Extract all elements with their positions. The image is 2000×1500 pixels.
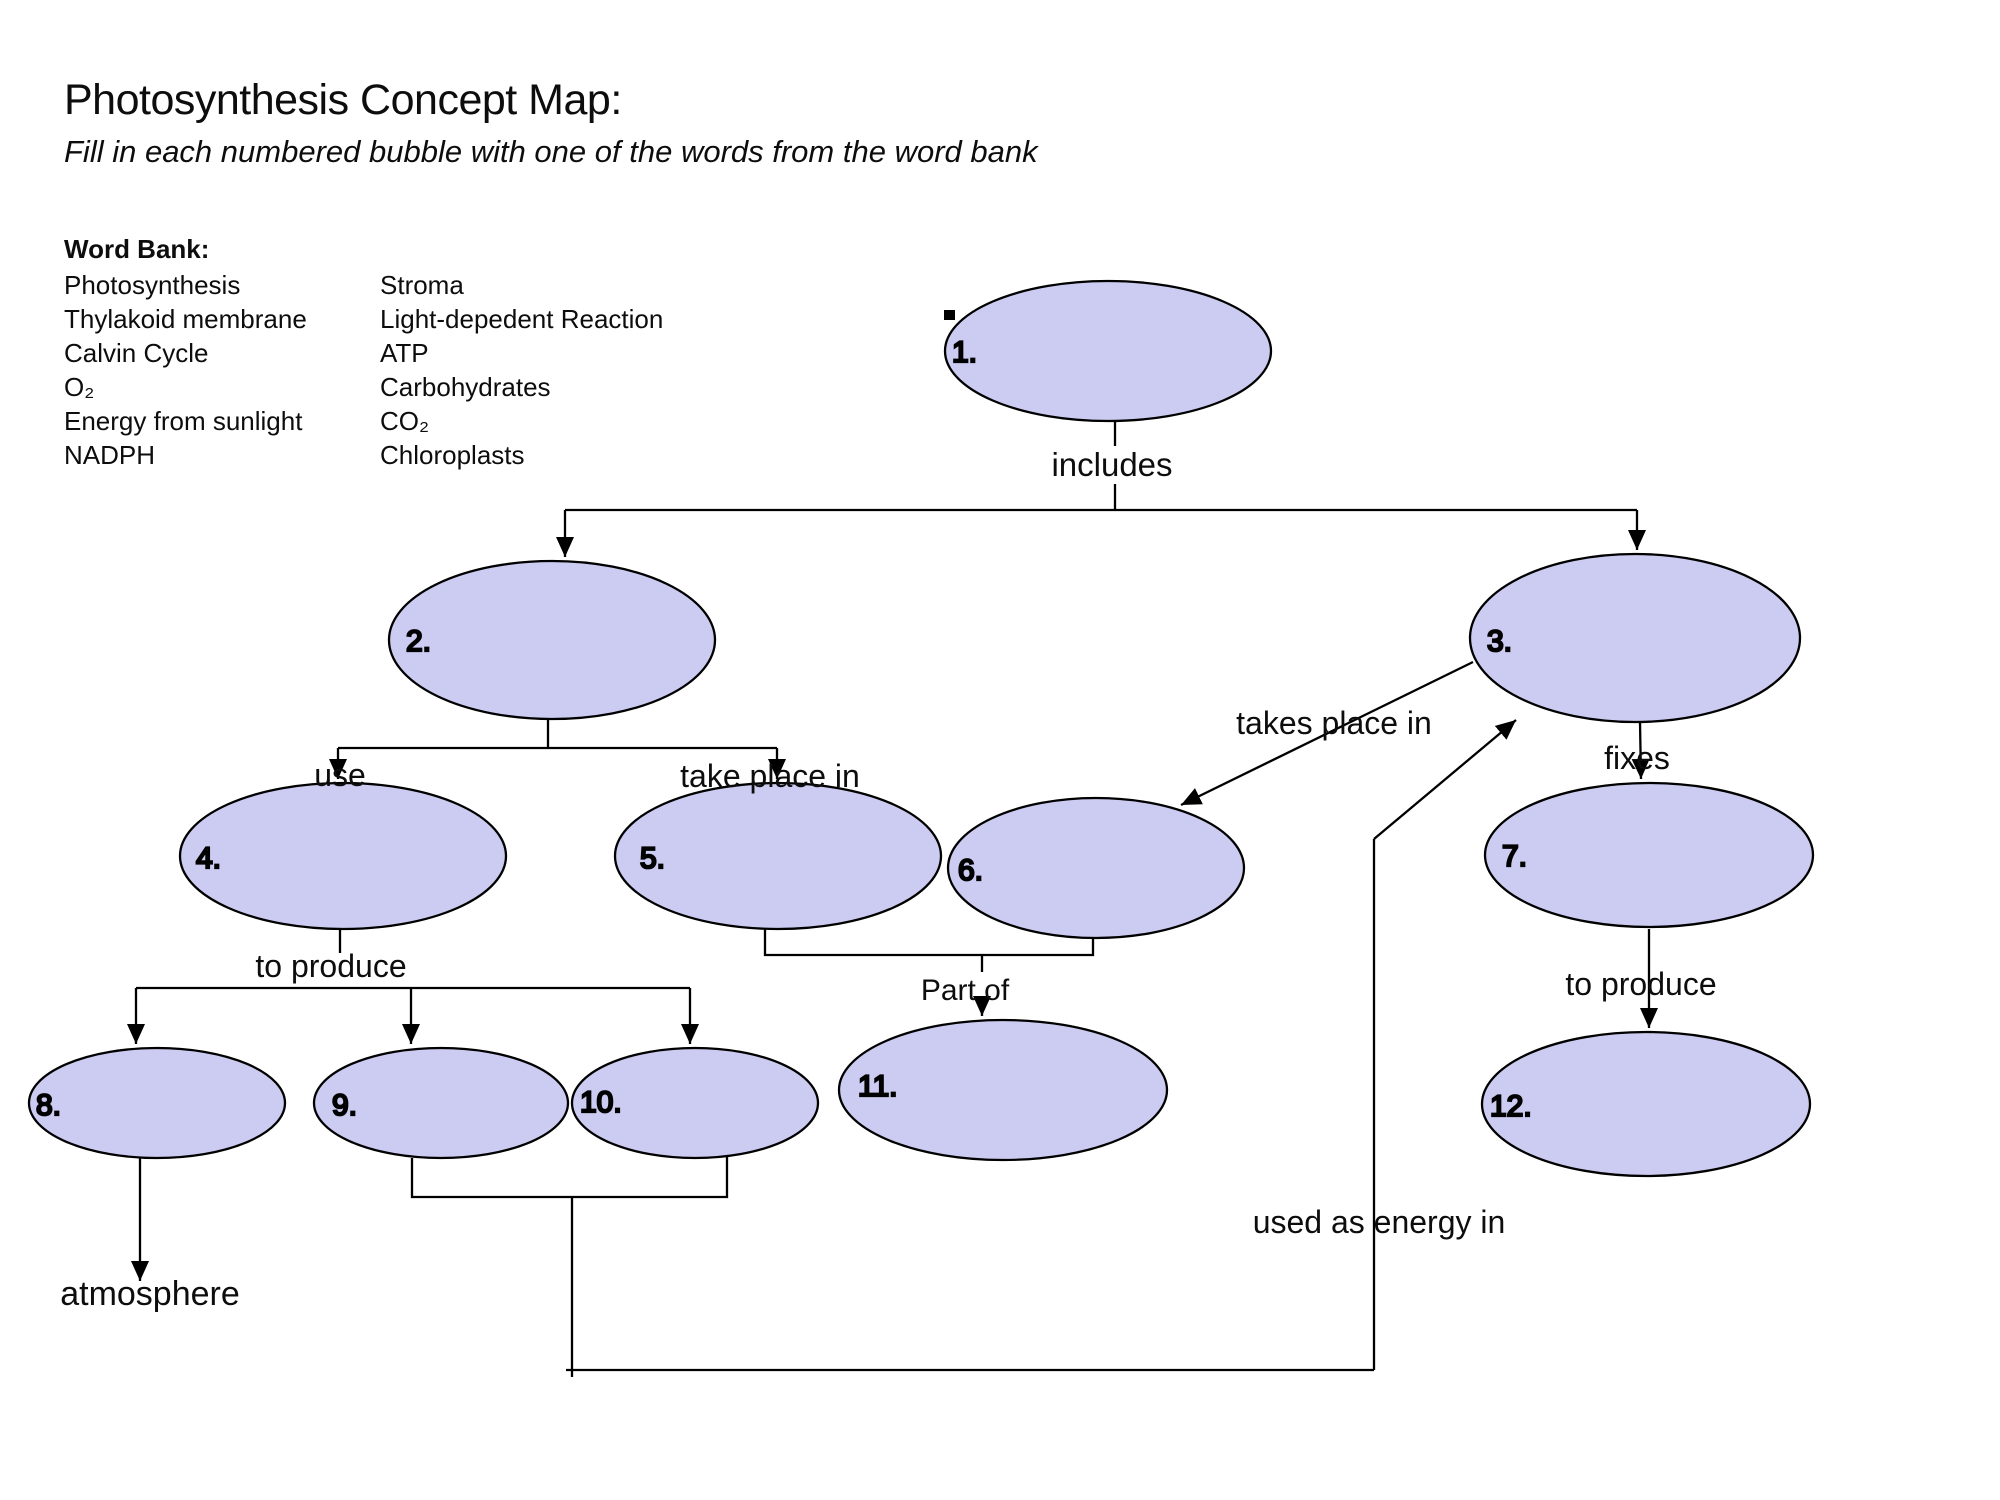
connectors <box>127 421 1658 1377</box>
node-5-number: 5. <box>640 842 665 875</box>
page-title: Photosynthesis Concept Map: <box>64 76 622 124</box>
node-4: 4. <box>178 781 508 931</box>
node-7-bubble[interactable] <box>1483 781 1815 929</box>
node-8-bubble[interactable] <box>27 1046 287 1160</box>
word-bank: Word Bank: Photosynthesis Thylakoid memb… <box>64 232 720 472</box>
node-4-bubble[interactable] <box>178 781 508 931</box>
word-bank-heading: Word Bank: <box>64 234 210 264</box>
node-9-number: 9. <box>332 1089 357 1122</box>
word-bank-item: Chloroplasts <box>380 440 525 470</box>
node-11: 11. <box>837 1018 1169 1162</box>
node-7: 7. <box>1483 781 1815 929</box>
node-3-bubble[interactable] <box>1468 552 1802 724</box>
node-5: 5. <box>613 781 943 931</box>
bubbles: 1. 2. 3. 4. 5. 6. 7. 8. <box>27 279 1815 1178</box>
stray-arrowhead-mark <box>944 310 955 320</box>
edge-label-take-place-in: take place in <box>680 758 860 794</box>
node-10-bubble[interactable] <box>570 1046 820 1160</box>
word-bank-item: CO₂ <box>380 406 430 436</box>
node-10-number: 10. <box>580 1086 622 1119</box>
node-5-bubble[interactable] <box>613 781 943 931</box>
node-2: 2. <box>387 559 717 721</box>
node-12-bubble[interactable] <box>1480 1030 1812 1178</box>
edge-node9-10-bracket <box>410 1153 729 1199</box>
node-7-number: 7. <box>1502 840 1527 873</box>
edge-labels: includes use take place in takes place i… <box>60 446 1716 1313</box>
word-bank-item: O₂ <box>64 372 95 402</box>
node-9: 9. <box>312 1046 570 1160</box>
edge-node5-6-bracket <box>763 929 1095 957</box>
edge-label-used-as-energy-in: used as energy in <box>1253 1204 1506 1240</box>
node-2-bubble[interactable] <box>387 559 717 721</box>
page-subtitle: Fill in each numbered bubble with one of… <box>64 134 1038 169</box>
edge-takesplace-diagonal-to-node-6 <box>1180 660 1474 807</box>
word-bank-item: Calvin Cycle <box>64 338 209 368</box>
word-bank-item: Stroma <box>380 270 464 300</box>
edge-energy-diagonal-to-node-3 <box>1373 719 1517 840</box>
node-11-bubble[interactable] <box>837 1018 1169 1162</box>
word-bank-item: Thylakoid membrane <box>64 304 307 334</box>
edge-label-use: use <box>314 757 366 793</box>
node-12-number: 12. <box>1490 1090 1532 1123</box>
node-1: 1. <box>943 279 1273 423</box>
word-bank-column-2: Stroma Light-depedent Reaction ATP Carbo… <box>380 268 720 472</box>
edge-label-takes-place-in: takes place in <box>1236 705 1432 741</box>
node-3: 3. <box>1468 552 1802 724</box>
node-8-number: 8. <box>36 1089 61 1122</box>
node-6-number: 6. <box>958 854 983 887</box>
word-bank-item: NADPH <box>64 440 156 470</box>
edge-fixes-arrow-to-node-7 <box>1631 721 1650 780</box>
node-3-number: 3. <box>1487 625 1512 658</box>
node-9-bubble[interactable] <box>312 1046 570 1160</box>
node-4-number: 4. <box>196 842 221 875</box>
node-10: 10. <box>570 1046 820 1160</box>
edge-label-includes: includes <box>1051 446 1172 483</box>
word-bank-item: Energy from sunlight <box>64 406 303 436</box>
word-bank-item: Light-depedent Reaction <box>380 304 664 334</box>
word-bank-item: Photosynthesis <box>64 270 241 300</box>
node-6-bubble[interactable] <box>946 796 1246 940</box>
word-bank-item: Carbohydrates <box>380 372 551 402</box>
node-8: 8. <box>27 1046 287 1160</box>
node-2-number: 2. <box>406 625 431 658</box>
edge-label-part-of: Part of <box>921 974 1010 1007</box>
edge-label-atmosphere: atmosphere <box>60 1275 240 1313</box>
word-bank-column-1: Photosynthesis Thylakoid membrane Calvin… <box>64 268 380 472</box>
node-1-bubble[interactable] <box>943 279 1273 423</box>
node-12: 12. <box>1480 1030 1812 1178</box>
edge-label-to-produce-right: to produce <box>1565 966 1716 1002</box>
edge-label-fixes: fixes <box>1604 740 1670 776</box>
word-bank-item: ATP <box>380 338 429 368</box>
node-6: 6. <box>946 796 1246 940</box>
node-11-number: 11. <box>858 1070 897 1103</box>
edge-label-to-produce-left: to produce <box>255 948 406 984</box>
node-1-number: 1. <box>952 336 977 369</box>
